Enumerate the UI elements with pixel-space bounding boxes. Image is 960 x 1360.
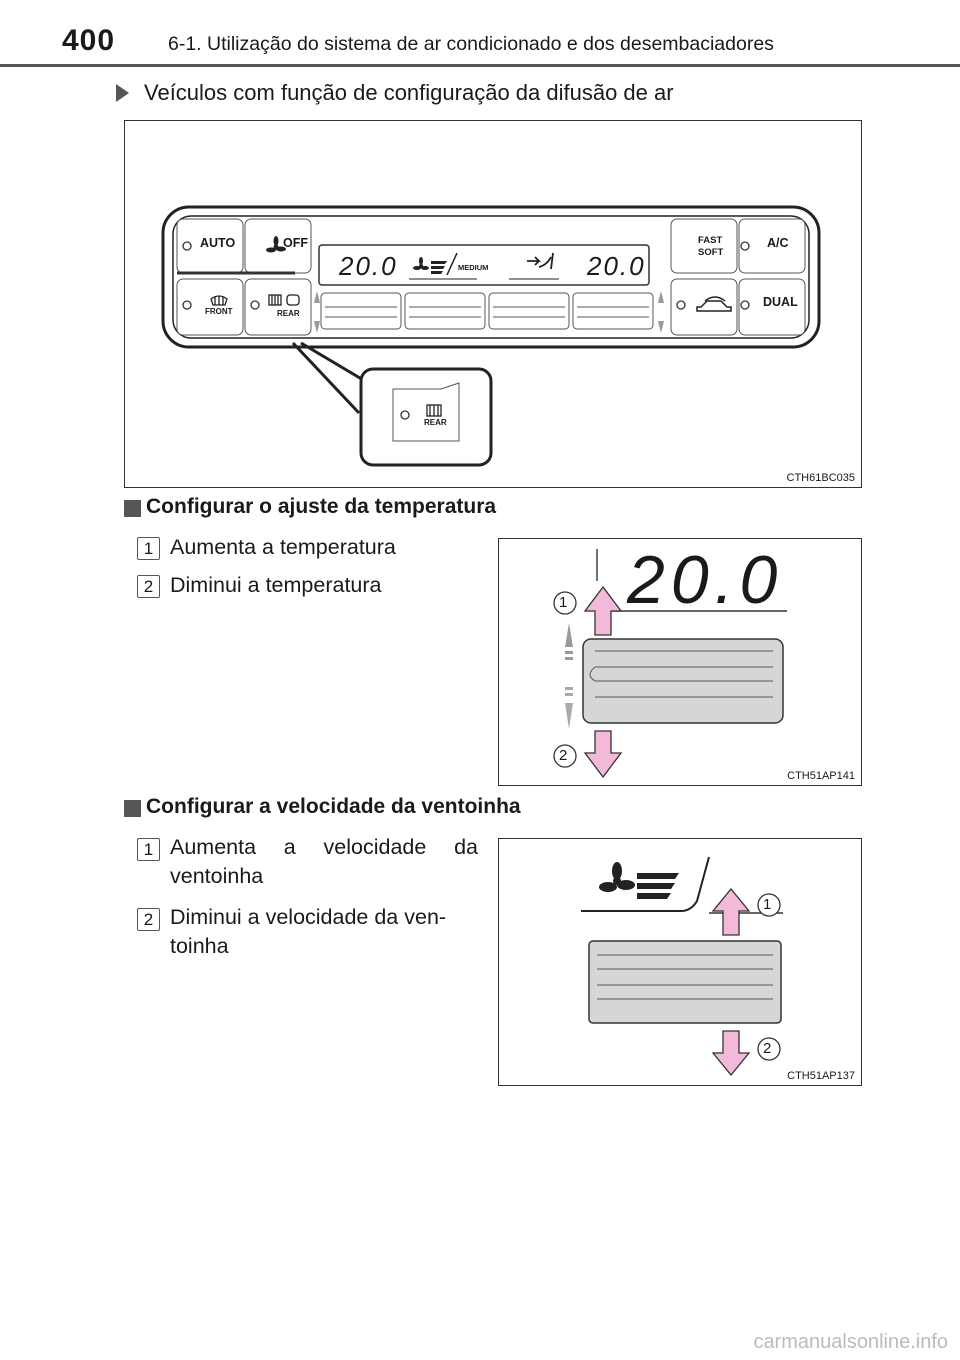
section-bullet-icon — [124, 500, 141, 517]
section-bullet-icon — [124, 800, 141, 817]
rear-button-label: REAR — [277, 309, 300, 318]
fan-icon — [266, 236, 286, 253]
callout-2: 2 — [559, 747, 568, 764]
item-text-line: Diminui a velocidade da ven- — [170, 905, 447, 929]
zoom-rear-defrost-icon — [426, 404, 442, 417]
increase-arrow-icon — [711, 887, 751, 936]
item-text-line: Aumenta a velocidade da — [170, 835, 478, 859]
ac-button-label: A/C — [767, 236, 789, 250]
callout-2: 2 — [763, 1040, 772, 1057]
item-number-badge: 1 — [137, 838, 160, 861]
figure-fan: 1 2 CTH51AP137 — [498, 838, 862, 1086]
chapter-title: 6-1. Utilização do sistema de ar condici… — [168, 33, 774, 55]
increase-arrow-icon — [583, 585, 623, 636]
auto-button-label: AUTO — [200, 236, 236, 250]
decrease-arrow-icon — [583, 730, 623, 779]
item-text-line: ventoinha — [170, 864, 264, 888]
control-panel-illustration — [161, 205, 821, 467]
front-button-label: FRONT — [205, 307, 233, 316]
header-rule — [0, 64, 960, 67]
callout-1: 1 — [559, 594, 568, 611]
fast-label: FAST — [698, 235, 723, 246]
display-temp-right: 20.0 — [587, 251, 646, 281]
item-text: Aumenta a temperatura — [170, 535, 396, 559]
front-defrost-icon — [210, 295, 228, 306]
item-number-badge: 2 — [137, 908, 160, 931]
item-number-badge: 2 — [137, 575, 160, 598]
subsection-title: Veículos com função de configuração da d… — [144, 80, 674, 105]
rear-defrost-icon — [268, 294, 300, 306]
display-fan-icon — [413, 252, 458, 276]
dual-button-label: DUAL — [763, 295, 798, 309]
fan-icon — [599, 862, 679, 899]
watermark: carmanualsonline.info — [753, 1331, 948, 1353]
figure-temperature: 20.0 1 2 CTH51AP141 — [498, 538, 862, 786]
item-text: Diminui a temperatura — [170, 573, 382, 597]
decrease-arrow-icon — [711, 1030, 751, 1077]
display-fan-mode: MEDIUM — [458, 263, 489, 272]
soft-label: SOFT — [698, 247, 724, 258]
section-title-fan: Configurar a velocidade da ventoinha — [146, 795, 521, 818]
display-temp-left: 20.0 — [339, 251, 398, 281]
item-text-line: toinha — [170, 934, 229, 958]
callout-1: 1 — [763, 896, 772, 913]
display-temp-large: 20.0 — [627, 542, 784, 618]
off-button-label: OFF — [283, 236, 308, 250]
zoom-rear-label: REAR — [424, 418, 447, 427]
item-text: Diminui a velocidade da ven- toinha — [170, 903, 478, 961]
section-title-temperature: Configurar o ajuste da temperatura — [146, 495, 497, 518]
item-text: Aumenta a velocidade da ventoinha — [170, 833, 478, 891]
figure-control-panel: AUTO OFF FAST SOFT A/C FRONT REAR DUAL 2… — [124, 120, 862, 488]
fan-illustration — [581, 856, 783, 1077]
figure-code: CTH61BC035 — [786, 472, 855, 484]
airflow-icon — [527, 252, 554, 270]
temperature-illustration — [553, 549, 787, 779]
item-number-badge: 1 — [137, 537, 160, 560]
subsection-arrow-icon — [116, 84, 129, 102]
page-number: 400 — [62, 24, 116, 57]
figure-code: CTH51AP141 — [787, 770, 855, 782]
figure-code: CTH51AP137 — [787, 1070, 855, 1082]
recirculation-icon — [696, 296, 732, 312]
